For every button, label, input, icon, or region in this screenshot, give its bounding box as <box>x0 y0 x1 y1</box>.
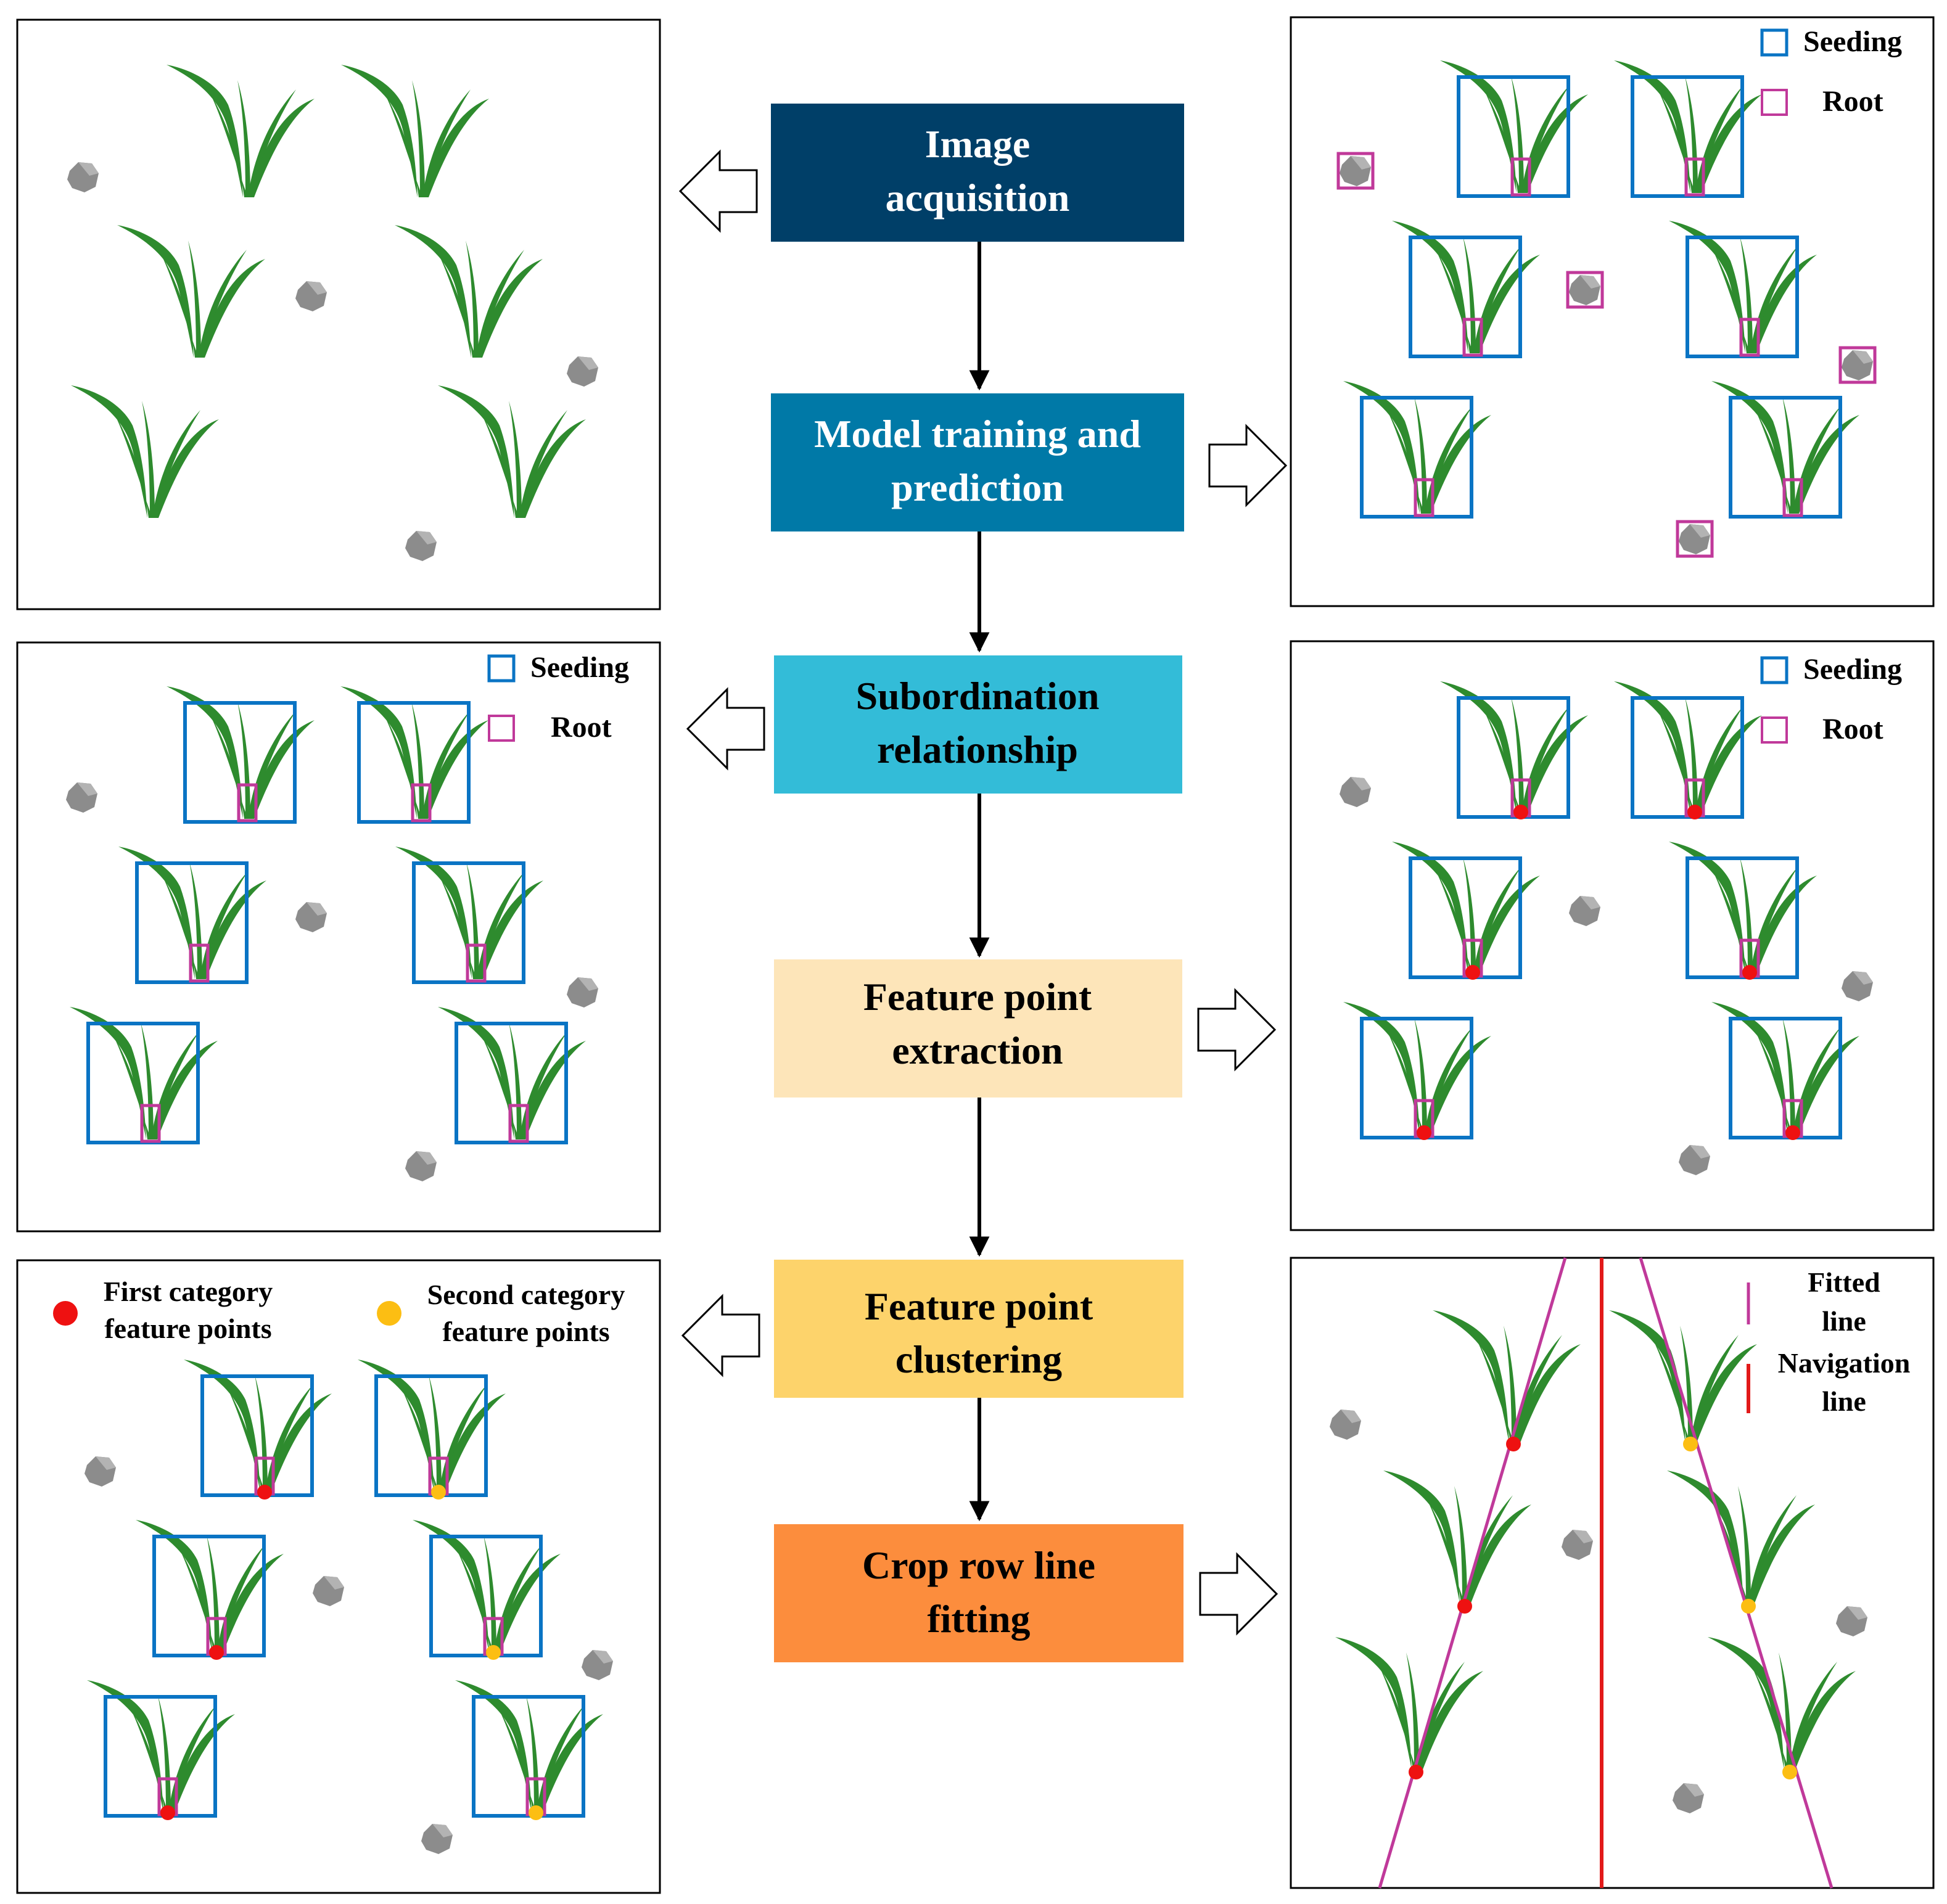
root-box <box>1838 346 1877 384</box>
legend: First category feature points Second cat… <box>53 1276 625 1347</box>
panel-line-fitting: Fitted line Navigation line <box>1290 1257 1935 1889</box>
feature-point <box>1785 1125 1800 1140</box>
panel-clustering: First category feature points Second cat… <box>16 1259 661 1894</box>
step-feature-clustering: Feature point clustering <box>774 1260 1183 1398</box>
left-arrow <box>686 688 765 769</box>
step-label-line2: relationship <box>877 728 1078 771</box>
right-arrow <box>1199 1553 1278 1635</box>
first-category-point <box>160 1805 175 1820</box>
step-label-line2: fitting <box>927 1597 1030 1641</box>
first-category-point <box>1457 1599 1472 1614</box>
feature-point <box>1513 805 1528 819</box>
first-category-point <box>1409 1765 1423 1779</box>
fitted-line-legend-line2: line <box>1822 1305 1866 1337</box>
second-category-point <box>431 1485 446 1500</box>
step-box <box>771 104 1184 242</box>
step-feature-extraction: Feature point extraction <box>774 959 1182 1098</box>
step-box <box>774 1524 1183 1662</box>
panel-raw-image <box>16 18 661 610</box>
second-category-legend-line1: Second category <box>427 1279 625 1310</box>
panel-subordination: Seeding Root <box>16 641 661 1233</box>
root-box <box>1462 318 1483 357</box>
step-box <box>774 655 1182 794</box>
root-legend-label: Root <box>551 711 612 744</box>
fitted-line-legend-line1: Fitted <box>1808 1266 1880 1298</box>
root-legend-label: Root <box>1822 713 1883 745</box>
root-legend-label: Root <box>1822 85 1883 118</box>
step-label-line1: Feature point <box>863 975 1092 1019</box>
legend: Seeding Root <box>1760 653 1902 745</box>
root-box <box>1676 520 1714 558</box>
step-box <box>774 1260 1183 1398</box>
seeding-legend-swatch <box>1760 28 1789 57</box>
root-box <box>1510 157 1531 197</box>
seeding-legend-label: Seeding <box>530 651 629 684</box>
step-box <box>774 959 1182 1098</box>
fitted-line-right <box>1639 1257 1834 1889</box>
first-category-point <box>1506 1437 1521 1451</box>
panel-feature-extraction: Seeding Root <box>1290 640 1935 1231</box>
first-category-legend-line2: feature points <box>104 1313 271 1344</box>
second-category-point <box>529 1805 543 1820</box>
root-box <box>1739 318 1760 357</box>
navigation-line-legend-line2: line <box>1822 1385 1866 1417</box>
right-arrow <box>1197 989 1276 1070</box>
second-category-point <box>1782 1765 1797 1779</box>
feature-point <box>1687 805 1702 819</box>
second-category-legend-line2: feature points <box>442 1316 609 1347</box>
root-box <box>1566 271 1604 309</box>
seeding-legend-label: Seeding <box>1803 25 1902 58</box>
step-label-line2: extraction <box>892 1028 1063 1072</box>
legend: Seeding Root <box>1760 25 1902 118</box>
step-label-line2: acquisition <box>886 176 1070 220</box>
first-category-point <box>257 1485 272 1500</box>
right-arrow <box>1208 425 1287 506</box>
seeding-legend-label: Seeding <box>1803 653 1902 686</box>
root-box <box>1414 478 1435 517</box>
first-category-point <box>209 1645 224 1660</box>
step-label-line2: prediction <box>891 466 1064 509</box>
legend: Fitted line Navigation line <box>1747 1266 1911 1417</box>
feature-point <box>1417 1125 1431 1140</box>
step-box <box>771 393 1184 531</box>
legend: Seeding Root <box>487 651 629 744</box>
first-category-legend-dot <box>53 1301 78 1326</box>
first-category-legend-line1: First category <box>104 1276 273 1307</box>
panel-detection-result: Seeding Root <box>1290 16 1935 607</box>
root-legend-swatch <box>1761 89 1788 116</box>
step-image-acquisition: Image acquisition <box>771 104 1184 242</box>
second-category-point <box>486 1645 501 1660</box>
step-model-training: Model training and prediction <box>771 393 1184 531</box>
left-arrow <box>681 1295 760 1376</box>
left-arrow <box>679 150 758 232</box>
root-box <box>1782 478 1803 517</box>
step-label-line1: Subordination <box>856 674 1100 718</box>
step-label-line1: Image <box>925 122 1031 166</box>
feature-point <box>1742 965 1757 980</box>
root-box <box>1684 157 1705 197</box>
step-subordination: Subordination relationship <box>774 655 1182 794</box>
second-category-legend-dot <box>377 1301 401 1326</box>
second-category-point <box>1741 1599 1756 1614</box>
fitted-line-left <box>1378 1257 1567 1889</box>
step-label-line2: clustering <box>895 1337 1062 1381</box>
navigation-line-legend-line1: Navigation <box>1778 1347 1911 1379</box>
second-category-point <box>1683 1437 1698 1451</box>
step-label-line1: Model training and <box>814 412 1141 456</box>
root-box <box>1336 152 1375 190</box>
feature-point <box>1465 965 1480 980</box>
step-label-line1: Feature point <box>865 1284 1093 1328</box>
step-label-line1: Crop row line <box>862 1543 1095 1587</box>
step-crop-row-fitting: Crop row line fitting <box>774 1524 1183 1662</box>
